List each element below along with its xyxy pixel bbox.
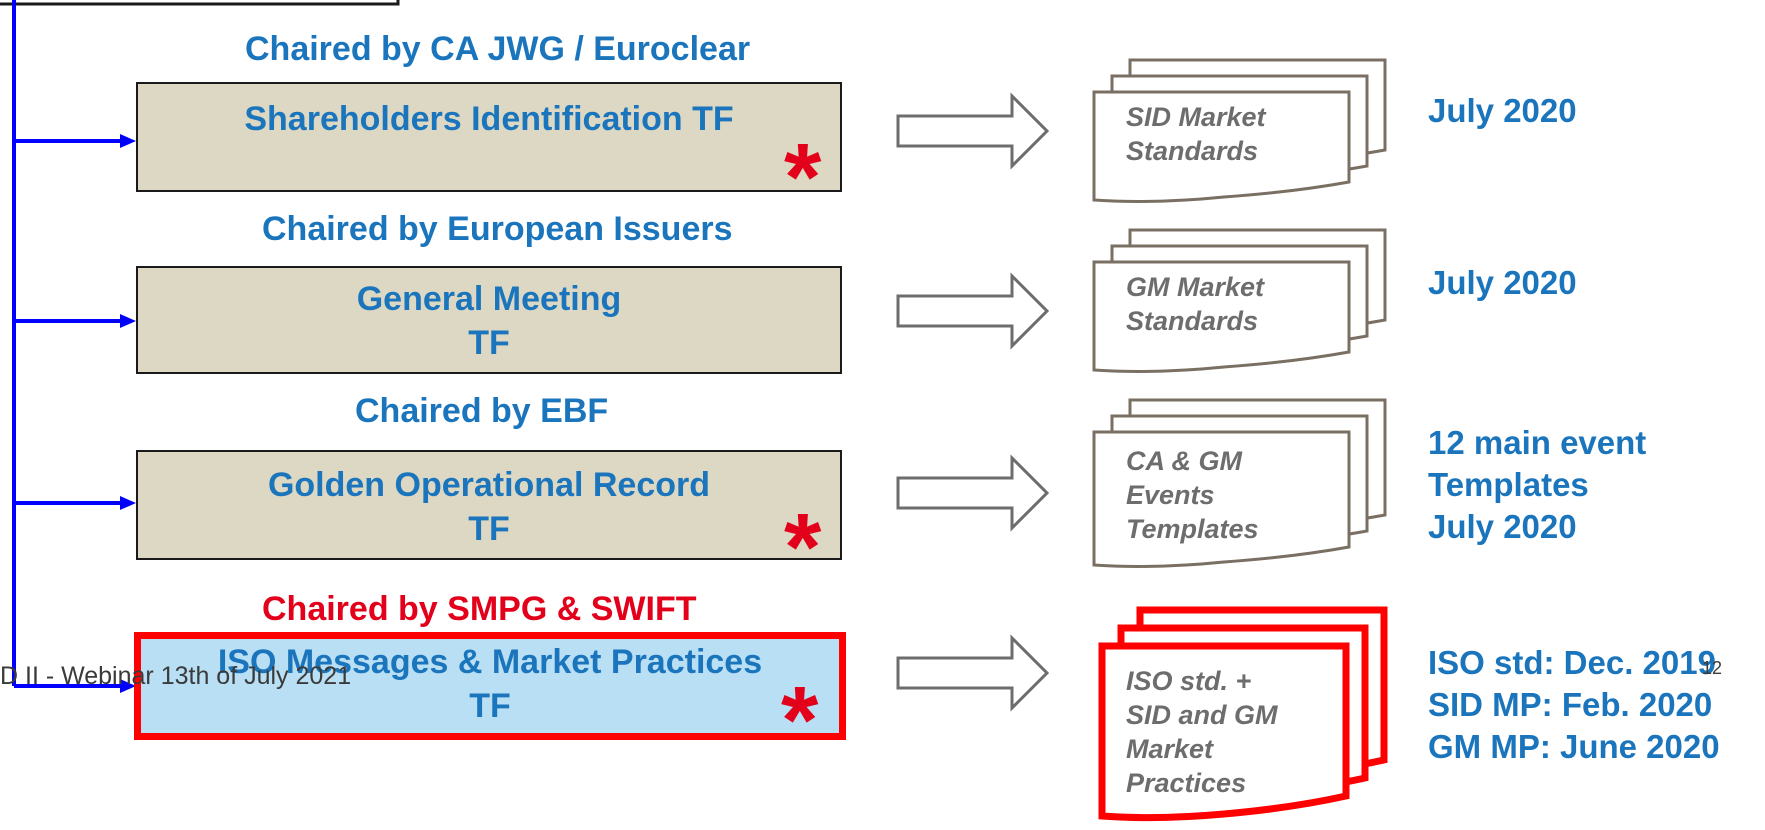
date-line: July 2020 xyxy=(1428,264,1577,301)
task-force-box-golden-operational-record[interactable]: Golden Operational Record TF * xyxy=(136,450,842,596)
date-line: 12 main event xyxy=(1428,424,1647,461)
outline-arrow-row-4 xyxy=(896,634,1050,712)
chair-label-row-2: Chaired by European Issuers xyxy=(262,210,733,248)
chair-label-row-3: Chaired by EBF xyxy=(355,392,609,430)
tf-suffix: TF xyxy=(468,510,510,548)
date-row-4: ISO std: Dec. 2019 SID MP: Feb. 2020 GM … xyxy=(1428,642,1720,768)
task-force-box-iso-messages[interactable]: ISO Messages & Market Practices TF * xyxy=(134,632,846,769)
doc-text-row-3: CA & GM Events Templates xyxy=(1126,444,1259,546)
date-line: July 2020 xyxy=(1428,508,1577,545)
tf-title: Shareholders Identification TF xyxy=(244,100,734,138)
page-number: 12 xyxy=(1702,658,1723,678)
doc-line: SID and GM xyxy=(1126,700,1278,730)
outline-arrow-row-1 xyxy=(896,92,1050,170)
tf-title: ISO Messages & Market Practices xyxy=(217,643,763,681)
tf-title: Golden Operational Record xyxy=(267,466,711,504)
date-line: July 2020 xyxy=(1428,92,1577,129)
chair-label-row-1: Chaired by CA JWG / Euroclear xyxy=(245,30,751,68)
doc-text-row-2: GM Market Standards xyxy=(1126,270,1264,338)
document-stack-4 xyxy=(1098,606,1388,822)
date-row-2: July 2020 xyxy=(1428,262,1577,304)
doc-line: SID Market xyxy=(1126,102,1266,132)
document-stack-1 xyxy=(1092,58,1387,203)
asterisk-icon: * xyxy=(784,124,822,231)
task-force-box-shareholders-identification[interactable]: Shareholders Identification TF * xyxy=(136,82,842,226)
tf-title: General Meeting xyxy=(356,280,622,318)
date-line: SID MP: Feb. 2020 xyxy=(1428,686,1713,723)
connector-row-1 xyxy=(14,134,136,148)
document-stack-3 xyxy=(1092,398,1387,568)
doc-text-row-1: SID Market Standards xyxy=(1126,100,1266,168)
doc-line: Practices xyxy=(1126,768,1247,798)
tf-suffix: TF xyxy=(468,324,510,362)
footer-text: D II - Webinar 13th of July 2021 xyxy=(0,662,352,690)
doc-text-row-4: ISO std. + SID and GM Market Practices xyxy=(1126,664,1278,800)
outline-arrow-row-2 xyxy=(896,272,1050,350)
chair-label-row-4: Chaired by SMPG & SWIFT xyxy=(262,590,697,628)
date-line: GM MP: June 2020 xyxy=(1428,728,1720,765)
date-line: ISO std: Dec. 2019 xyxy=(1428,644,1716,681)
doc-line: CA & GM xyxy=(1126,446,1242,476)
asterisk-icon: * xyxy=(784,494,822,601)
tf-suffix: TF xyxy=(469,687,511,725)
top-box-edge xyxy=(0,0,400,6)
asterisk-icon: * xyxy=(781,667,819,774)
doc-line: Standards xyxy=(1126,306,1259,336)
outline-arrow-row-3 xyxy=(896,454,1050,532)
doc-line: ISO std. + xyxy=(1126,666,1252,696)
document-stack-2 xyxy=(1092,228,1387,373)
doc-line: Events xyxy=(1126,480,1215,510)
doc-line: Standards xyxy=(1126,136,1259,166)
date-row-1: July 2020 xyxy=(1428,90,1577,132)
date-line: Templates xyxy=(1428,466,1589,503)
connector-row-3 xyxy=(14,496,136,510)
doc-line: GM Market xyxy=(1126,272,1265,302)
doc-line: Market xyxy=(1126,734,1214,764)
connector-row-4 xyxy=(14,679,136,693)
task-force-box-general-meeting[interactable]: General Meeting TF xyxy=(136,266,842,374)
date-row-3: 12 main event Templates July 2020 xyxy=(1428,422,1646,548)
doc-line: Templates xyxy=(1126,514,1259,544)
connector-row-2 xyxy=(14,314,136,328)
